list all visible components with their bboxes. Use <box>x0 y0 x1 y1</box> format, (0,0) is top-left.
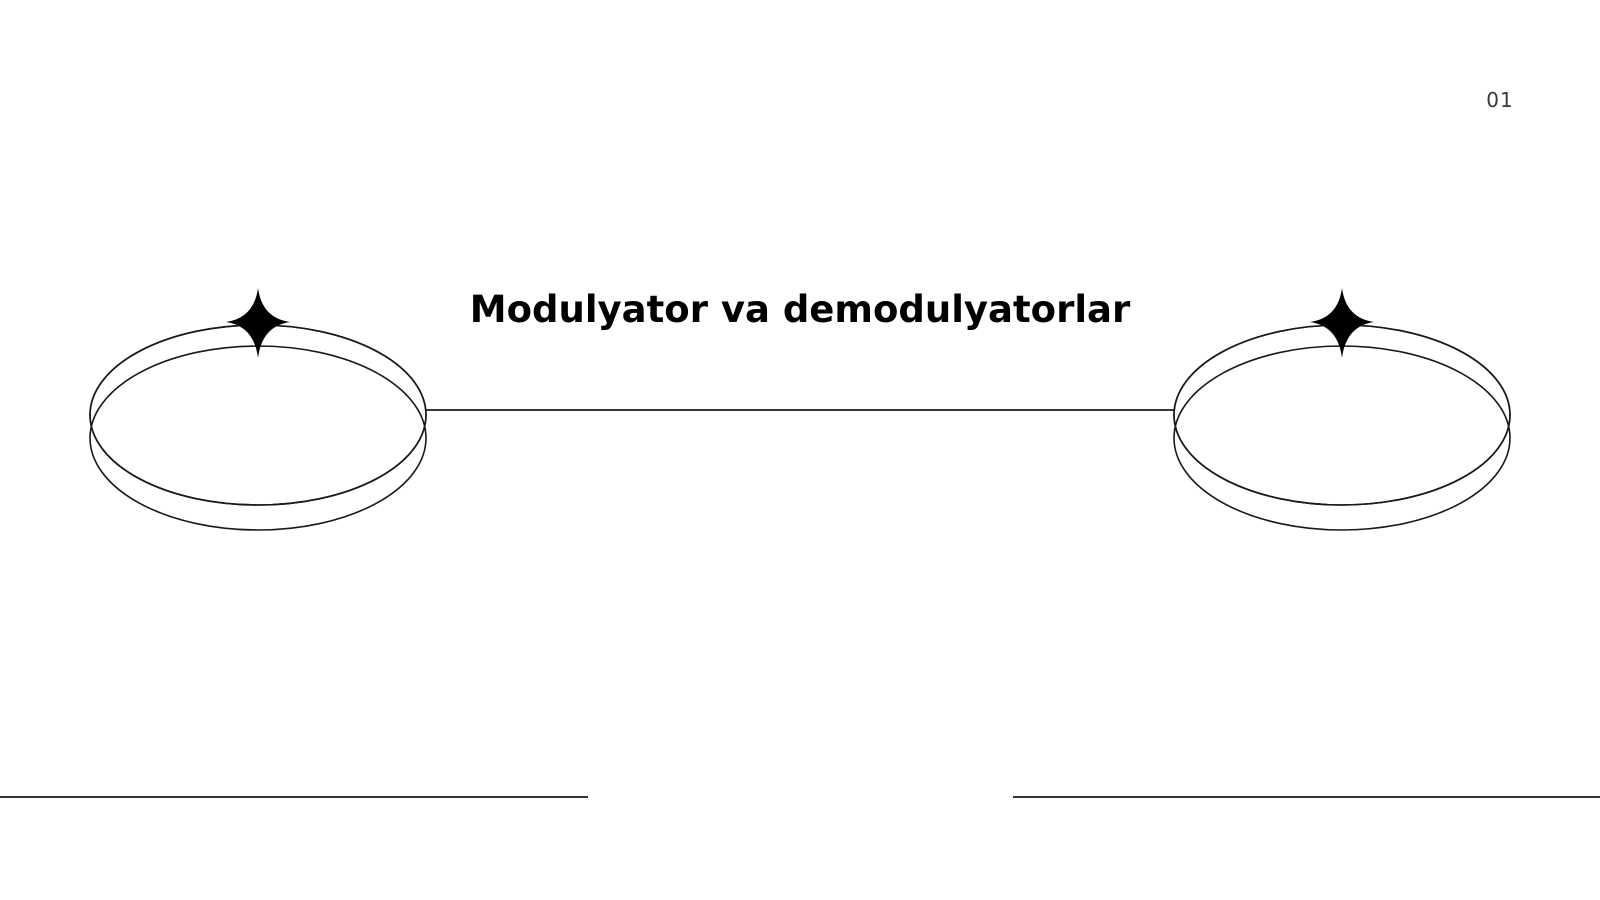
left-star-icon <box>226 288 290 358</box>
slide-title: Modulyator va demodulyatorlar <box>469 288 1131 331</box>
right-ring-icon <box>1173 324 1511 531</box>
right-star-icon <box>1310 288 1374 358</box>
slide-number: 01 <box>1486 88 1514 112</box>
